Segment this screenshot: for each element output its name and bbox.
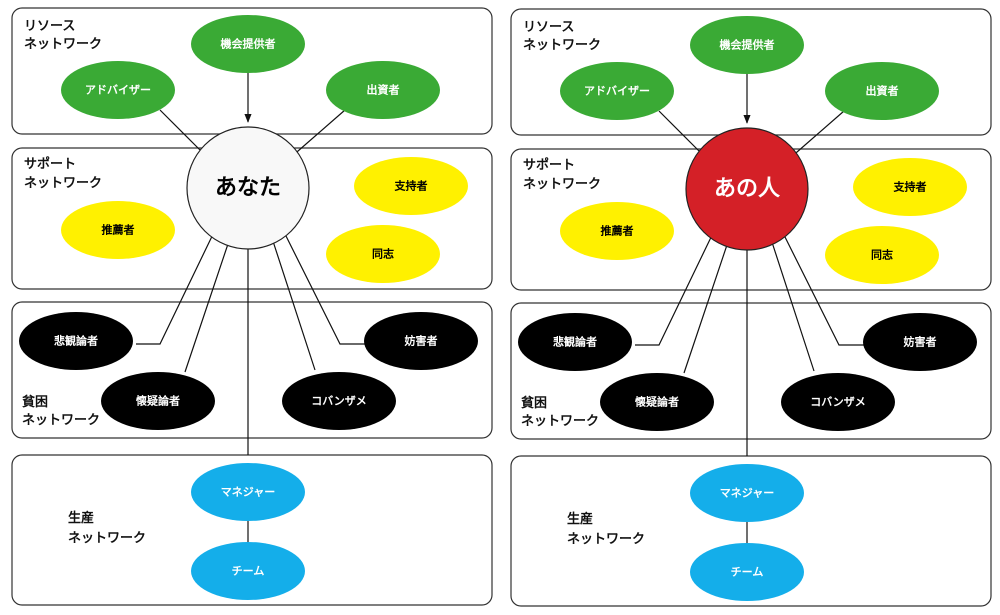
support-network-label-1: サポート <box>24 156 76 172</box>
line-remora <box>768 232 815 372</box>
poverty-network-label-1: 貧困 <box>521 395 547 411</box>
node-remora-label: コバンザメ <box>311 395 367 408</box>
node-manager <box>690 464 804 522</box>
node-comrade <box>326 225 440 283</box>
node-supporter <box>354 157 468 215</box>
node-advisor <box>560 62 674 120</box>
center-node-you <box>186 126 310 250</box>
node-remora <box>282 372 396 430</box>
production-network-panel <box>510 455 992 607</box>
line-pessimist <box>136 227 217 345</box>
network-diagram-you: リソース ネットワーク サポート ネットワーク 貧困 ネットワーク 生産 ネット… <box>11 7 493 606</box>
node-pessimist-label: 悲観論者 <box>553 335 597 349</box>
node-obstructer <box>863 313 977 371</box>
node-opportunity-provider <box>690 16 804 74</box>
node-supporter <box>853 158 967 216</box>
node-skeptic-label: 懐疑論者 <box>136 394 180 408</box>
node-manager <box>191 463 305 521</box>
node-team <box>191 542 305 600</box>
support-network-label-2: ネットワーク <box>24 176 102 191</box>
node-recommender <box>61 201 175 259</box>
node-obstructer-label: 妨害者 <box>903 335 937 349</box>
node-investor <box>825 62 939 120</box>
node-manager-label: マネジャー <box>720 487 774 500</box>
line-pessimist <box>635 228 716 346</box>
node-skeptic <box>101 372 215 430</box>
node-investor <box>326 61 440 119</box>
node-comrade-label: 同志 <box>372 247 394 261</box>
poverty-network-label-2: ネットワーク <box>521 414 599 429</box>
node-pessimist-label: 悲観論者 <box>54 334 98 348</box>
resource-network-label-1: リソース <box>523 20 574 35</box>
node-team-label: チーム <box>731 566 764 579</box>
arrow-investor-to-center <box>788 110 845 160</box>
support-network-label-1: サポート <box>523 157 575 173</box>
line-remora <box>269 231 316 371</box>
node-team-label: チーム <box>232 565 265 578</box>
node-team <box>690 543 804 601</box>
node-opportunity-provider-label: 機会提供者 <box>221 37 276 51</box>
production-network-label-2: ネットワーク <box>567 532 645 547</box>
center-node-that-person <box>685 127 809 251</box>
node-remora <box>781 373 895 431</box>
poverty-network-label-1: 貧困 <box>22 394 48 410</box>
node-remora-label: コバンザメ <box>810 396 866 409</box>
resource-network-label-2: ネットワーク <box>523 38 601 53</box>
node-skeptic <box>600 373 714 431</box>
node-obstructer-label: 妨害者 <box>404 334 438 348</box>
center-node-you-label: あなた <box>215 176 281 201</box>
node-skeptic-label: 懐疑論者 <box>635 395 679 409</box>
node-advisor <box>61 61 175 119</box>
node-supporter-label: 支持者 <box>893 180 927 194</box>
node-opportunity-provider <box>191 15 305 73</box>
production-network-label-1: 生産 <box>567 511 593 527</box>
node-obstructer <box>364 312 478 370</box>
node-supporter-label: 支持者 <box>394 179 428 193</box>
node-pessimist <box>518 313 632 371</box>
center-node-that-person-label: あの人 <box>714 177 780 202</box>
node-recommender-label: 推薦者 <box>601 224 634 238</box>
node-recommender <box>560 202 674 260</box>
resource-network-label-2: ネットワーク <box>24 37 102 52</box>
production-network-panel <box>11 454 493 606</box>
support-network-label-2: ネットワーク <box>523 177 601 192</box>
node-opportunity-provider-label: 機会提供者 <box>720 38 775 52</box>
node-advisor-label: アドバイザー <box>85 84 151 97</box>
poverty-network-label-2: ネットワーク <box>22 413 100 428</box>
node-comrade-label: 同志 <box>871 248 893 262</box>
line-skeptic <box>184 231 233 373</box>
line-obstructer <box>780 228 864 346</box>
node-investor-label: 出資者 <box>367 83 400 97</box>
arrow-investor-to-center <box>289 109 346 159</box>
line-skeptic <box>683 232 732 374</box>
production-network-label-1: 生産 <box>68 510 94 526</box>
node-pessimist <box>19 312 133 370</box>
node-advisor-label: アドバイザー <box>584 85 650 98</box>
production-network-label-2: ネットワーク <box>68 531 146 546</box>
node-investor-label: 出資者 <box>866 84 899 98</box>
line-obstructer <box>281 227 365 345</box>
network-diagram-that-person: リソース ネットワーク サポート ネットワーク 貧困 ネットワーク 生産 ネット… <box>510 8 992 607</box>
node-manager-label: マネジャー <box>221 486 275 499</box>
node-recommender-label: 推薦者 <box>102 223 135 237</box>
node-comrade <box>825 226 939 284</box>
resource-network-label-1: リソース <box>24 19 75 34</box>
